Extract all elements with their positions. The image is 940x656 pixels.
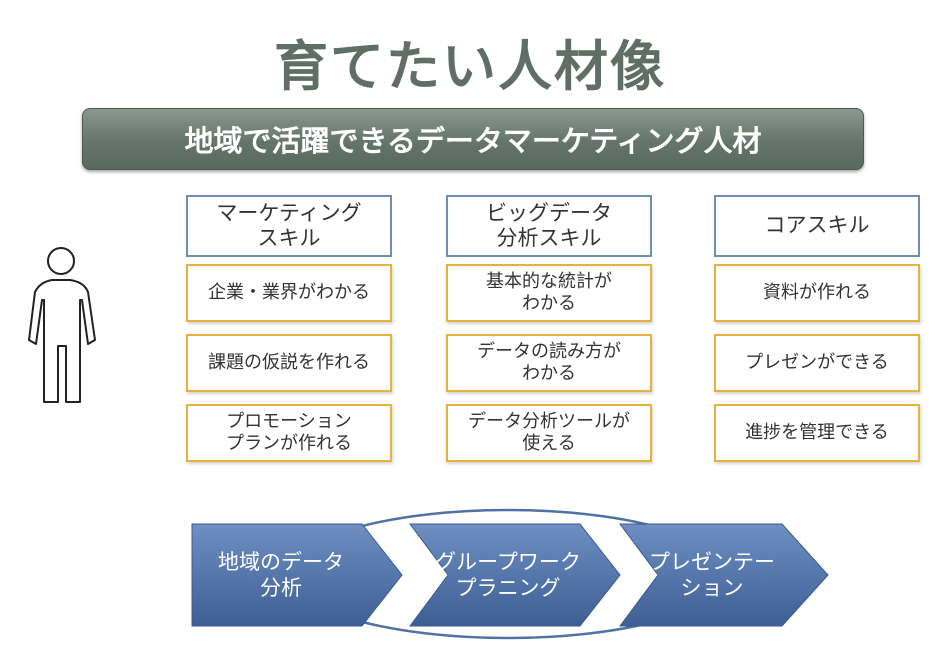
skill-item: 進捗を管理できる: [714, 404, 920, 462]
page-title: 育てたい人材像: [274, 35, 666, 98]
skill-item: 資料が作れる: [714, 264, 920, 322]
flow-label: 地域のデータ分析: [218, 549, 344, 600]
header-core-skill: コアスキル: [714, 195, 920, 257]
skill-item: 企業・業界がわかる: [186, 264, 392, 322]
flow-label: プレゼンテーション: [649, 549, 775, 600]
skill-item: データの読み方がわかる: [446, 334, 652, 392]
skill-item: データ分析ツールが使える: [446, 404, 652, 462]
person-outline-icon: [28, 247, 96, 403]
skill-item: 課題の仮説を作れる: [186, 334, 392, 392]
flow-arrow-groupwork: [409, 523, 621, 627]
skill-item: プロモーションプランが作れる: [186, 404, 392, 462]
target-banner: 地域で活躍できるデータマーケティング人材: [82, 108, 864, 170]
flow-label: グループワークプラニング: [435, 549, 581, 600]
flow-arrow-analysis: [191, 523, 403, 627]
header-marketing-skill: マーケティングスキル: [186, 195, 392, 257]
skill-item: プレゼンができる: [714, 334, 920, 392]
header-bigdata-skill: ビッグデータ分析スキル: [446, 195, 652, 257]
flow-arrow-presentation: [619, 523, 829, 627]
skill-item: 基本的な統計がわかる: [446, 264, 652, 322]
